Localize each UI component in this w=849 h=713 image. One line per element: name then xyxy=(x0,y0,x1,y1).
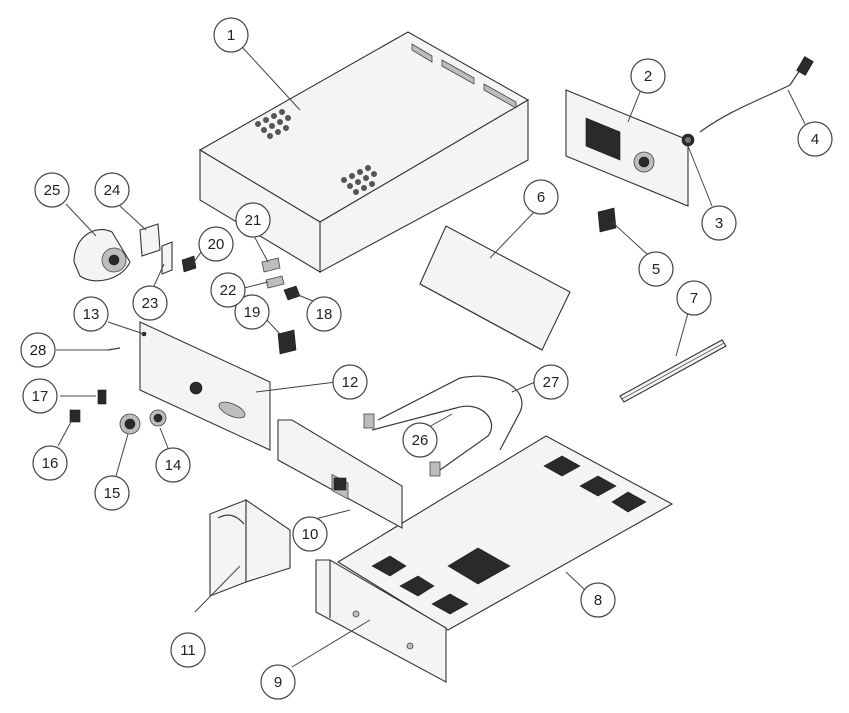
part-3-grommet xyxy=(681,133,695,147)
callout-13: 13 xyxy=(73,296,109,332)
callout-20: 20 xyxy=(198,226,234,262)
callout-13-label: 13 xyxy=(83,306,100,323)
callout-5: 5 xyxy=(638,251,674,287)
callout-14-label: 14 xyxy=(165,457,182,474)
part-21-bracket-clip xyxy=(261,257,281,273)
part-4-power-cord xyxy=(699,56,814,133)
callout-5-label: 5 xyxy=(652,261,660,278)
callout-19: 19 xyxy=(234,294,270,330)
callout-18: 18 xyxy=(306,296,342,332)
callout-4: 4 xyxy=(797,121,833,157)
part-24-fan-bracket xyxy=(139,223,161,257)
callout-26-label: 26 xyxy=(412,432,429,449)
callout-6: 6 xyxy=(523,179,559,215)
callout-6-label: 6 xyxy=(537,189,545,206)
callout-19-label: 19 xyxy=(244,304,261,321)
leader-lines xyxy=(56,47,806,668)
callout-27-label: 27 xyxy=(543,374,560,391)
part-23-mounting-plate xyxy=(161,241,173,275)
callout-9-label: 9 xyxy=(274,674,282,691)
part-5-switch xyxy=(597,207,617,233)
callout-10-label: 10 xyxy=(302,526,319,543)
part-26-heating-element xyxy=(371,405,493,477)
callout-28: 28 xyxy=(20,332,56,368)
callout-23-label: 23 xyxy=(142,295,159,312)
callout-3-label: 3 xyxy=(715,215,723,232)
callout-21-label: 21 xyxy=(245,212,262,229)
callout-25-label: 25 xyxy=(44,182,61,199)
callout-26: 26 xyxy=(402,422,438,458)
part-16-indicator-light xyxy=(69,409,81,423)
callout-11-label: 11 xyxy=(180,642,196,659)
part-27-heating-element xyxy=(363,375,523,451)
part-8-base-plate xyxy=(336,435,674,631)
callout-7-label: 7 xyxy=(690,290,698,307)
callout-12-label: 12 xyxy=(342,374,359,391)
callout-24-label: 24 xyxy=(104,182,121,199)
part-12-front-panel xyxy=(139,321,271,451)
callout-16: 16 xyxy=(32,445,68,481)
callout-4-label: 4 xyxy=(811,131,819,148)
callout-25: 25 xyxy=(34,172,70,208)
callout-22-label: 22 xyxy=(220,282,237,299)
callout-18-label: 18 xyxy=(316,306,333,323)
callout-16-label: 16 xyxy=(42,455,59,472)
callout-8: 8 xyxy=(580,582,616,618)
callout-3: 3 xyxy=(701,205,737,241)
callout-14: 14 xyxy=(155,447,191,483)
callout-15: 15 xyxy=(94,475,130,511)
callout-9: 9 xyxy=(260,664,296,700)
callout-22: 22 xyxy=(210,272,246,308)
part-9-front-rail xyxy=(315,559,447,683)
part-14-knob xyxy=(149,409,167,427)
callout-20-label: 20 xyxy=(208,236,225,253)
callout-17-label: 17 xyxy=(32,388,49,405)
callout-17: 17 xyxy=(22,378,58,414)
part-10-control-chassis xyxy=(277,419,403,529)
part-11-box-bracket xyxy=(209,498,291,597)
part-22-terminal-lug xyxy=(265,275,285,289)
callout-11: 11 xyxy=(170,632,206,668)
part-25-blower-fan xyxy=(73,229,131,282)
callout-28-label: 28 xyxy=(30,342,47,359)
part-19-relay xyxy=(277,329,297,355)
callout-15-label: 15 xyxy=(104,485,121,502)
part-20-terminal xyxy=(181,255,197,273)
part-28-screw xyxy=(107,347,121,351)
callout-23: 23 xyxy=(132,285,168,321)
callout-8-label: 8 xyxy=(594,592,602,609)
callout-10: 10 xyxy=(292,516,328,552)
callout-1: 1 xyxy=(213,17,249,53)
callout-21: 21 xyxy=(235,202,271,238)
part-2-rear-panel xyxy=(565,89,689,207)
callout-24: 24 xyxy=(94,172,130,208)
callout-27: 27 xyxy=(533,364,569,400)
callout-12: 12 xyxy=(332,364,368,400)
part-15-knob-dial xyxy=(119,413,141,435)
callout-2: 2 xyxy=(630,58,666,94)
part-18-connector xyxy=(283,285,301,301)
callout-2-label: 2 xyxy=(644,68,652,85)
part-7-rail xyxy=(619,339,727,403)
part-6-inner-bracket xyxy=(419,225,571,351)
callout-7: 7 xyxy=(676,280,712,316)
part-17-clip xyxy=(97,389,107,405)
callout-1-label: 1 xyxy=(227,27,235,44)
